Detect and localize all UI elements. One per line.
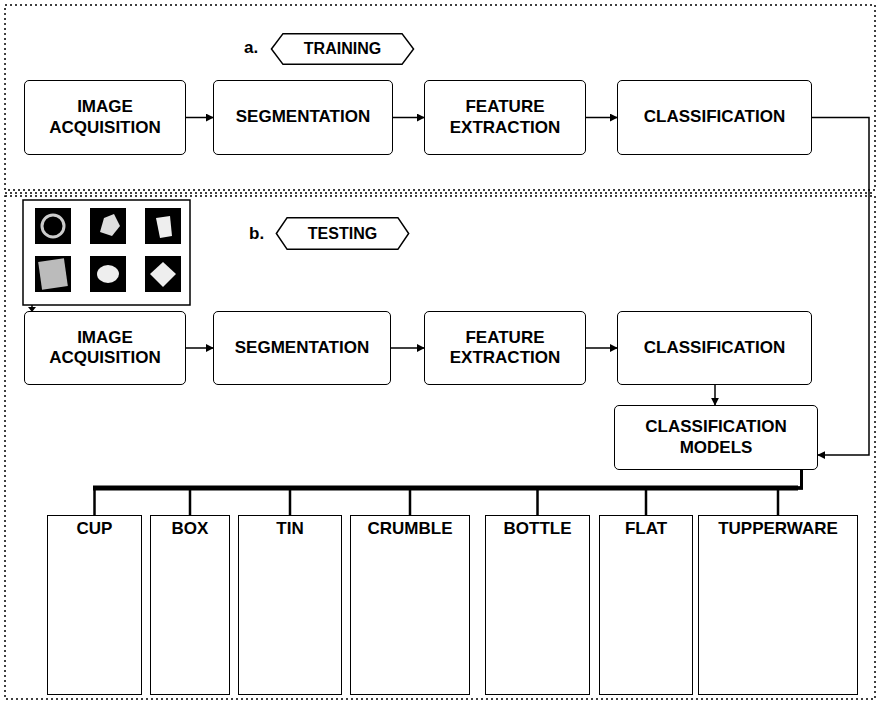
category-label: CRUMBLE — [368, 519, 453, 539]
process-box: IMAGE ACQUISITION — [24, 311, 186, 385]
category-label: TUPPERWARE — [718, 519, 838, 539]
flat-thumb — [38, 258, 68, 289]
testing-frame — [5, 196, 875, 699]
node-label: IMAGE ACQUISITION — [25, 97, 185, 138]
flow-arrow — [186, 347, 213, 349]
process-box: SEGMENTATION — [213, 311, 391, 385]
node-label: FEATURE EXTRACTION — [425, 97, 585, 138]
section-letter: b. — [249, 224, 264, 244]
branch-line — [410, 470, 802, 515]
branch-line — [290, 470, 802, 515]
branch-line — [778, 470, 802, 515]
category-box: FLAT — [599, 515, 693, 695]
tin-thumb — [42, 215, 64, 237]
node-label: FEATURE EXTRACTION — [425, 328, 585, 369]
node-label: SEGMENTATION — [236, 107, 370, 127]
input-thumbnails — [23, 200, 190, 312]
node-label: CLASSIFICATION MODELS — [615, 417, 817, 458]
thumbnail — [35, 256, 71, 292]
process-box: IMAGE ACQUISITION — [24, 80, 186, 155]
category-label: FLAT — [625, 519, 667, 539]
category-label: TIN — [276, 519, 303, 539]
branch-line — [95, 470, 802, 515]
node-label: SEGMENTATION — [235, 338, 369, 358]
bottle-thumb — [97, 265, 119, 283]
thumbnail-panel — [23, 200, 190, 305]
phase-hexagon: TRAINING — [270, 33, 415, 65]
flow-arrow — [812, 118, 869, 456]
thumbnail — [90, 256, 126, 292]
category-box: TIN — [238, 515, 342, 695]
node-label: TRAINING — [304, 39, 381, 58]
node-label: CLASSIFICATION — [644, 338, 785, 358]
cup-thumb — [156, 216, 172, 238]
thumbnail — [90, 208, 126, 244]
process-box: CLASSIFICATION — [617, 311, 812, 385]
flow-arrow — [393, 117, 424, 119]
category-box: BOX — [150, 515, 230, 695]
category-box: CRUMBLE — [350, 515, 470, 695]
process-box: CLASSIFICATION MODELS — [614, 405, 818, 470]
category-box: CUP — [47, 515, 142, 695]
crumble-thumb — [100, 214, 120, 236]
flat-thumb — [150, 262, 176, 287]
thumbnail — [145, 256, 181, 292]
category-box: TUPPERWARE — [698, 515, 858, 695]
branch-line — [646, 470, 802, 515]
process-box: FEATURE EXTRACTION — [424, 80, 586, 155]
process-box: CLASSIFICATION — [617, 80, 812, 155]
branch-line — [538, 470, 802, 515]
category-box: BOTTLE — [485, 515, 590, 695]
flow-arrow — [391, 347, 424, 349]
flow-arrow — [586, 347, 617, 349]
category-label: CUP — [77, 519, 113, 539]
thumbnail — [145, 208, 181, 244]
frame-divider — [5, 192, 875, 194]
node-label: TESTING — [308, 224, 377, 243]
node-label: IMAGE ACQUISITION — [25, 328, 185, 369]
thumbnail — [35, 208, 71, 244]
process-box: SEGMENTATION — [213, 80, 393, 155]
branch-line — [190, 470, 802, 515]
section-letter: a. — [244, 38, 258, 58]
process-box: FEATURE EXTRACTION — [424, 311, 586, 385]
category-label: BOTTLE — [504, 519, 572, 539]
node-label: CLASSIFICATION — [644, 107, 785, 127]
category-label: BOX — [172, 519, 209, 539]
training-frame — [5, 5, 875, 190]
flow-arrow — [586, 117, 617, 119]
flow-arrow — [186, 117, 213, 119]
phase-hexagon: TESTING — [275, 217, 410, 250]
flow-arrow — [714, 385, 716, 405]
